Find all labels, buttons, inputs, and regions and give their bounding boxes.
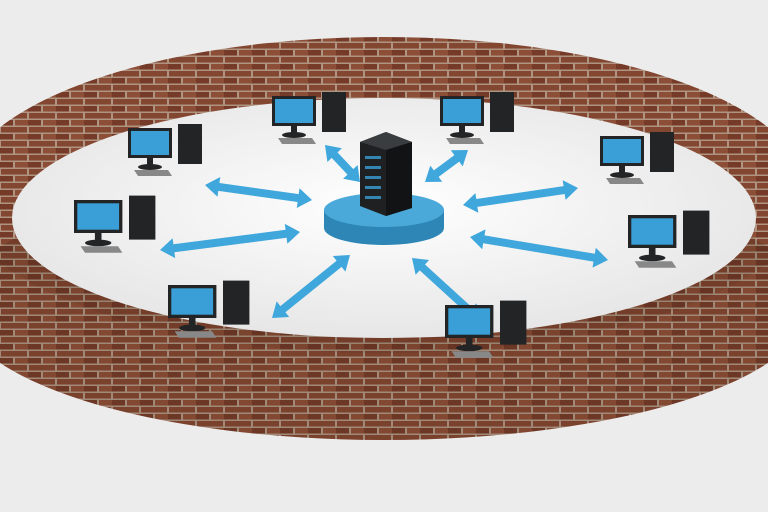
desktop-computer-icon — [74, 195, 156, 253]
bidirectional-arrow-icon — [412, 258, 480, 320]
computers — [74, 92, 710, 358]
server-platform — [324, 193, 444, 245]
bidirectional-arrow-icon — [463, 180, 578, 213]
arrows — [160, 145, 608, 320]
bidirectional-arrow-icon — [325, 145, 360, 182]
desktop-computer-icon — [628, 210, 710, 268]
server-icon — [360, 132, 412, 216]
desktop-computer-icon — [128, 124, 202, 176]
bidirectional-arrow-icon — [425, 150, 468, 182]
desktop-computer-icon — [272, 92, 346, 144]
bidirectional-arrow-icon — [272, 255, 350, 318]
desktop-computer-icon — [168, 280, 250, 338]
bidirectional-arrow-icon — [160, 223, 300, 259]
bidirectional-arrow-icon — [205, 177, 312, 208]
bidirectional-arrow-icon — [470, 229, 608, 268]
desktop-computer-icon — [440, 92, 514, 144]
desktop-computer-icon — [445, 300, 527, 358]
desktop-computer-icon — [600, 132, 674, 184]
